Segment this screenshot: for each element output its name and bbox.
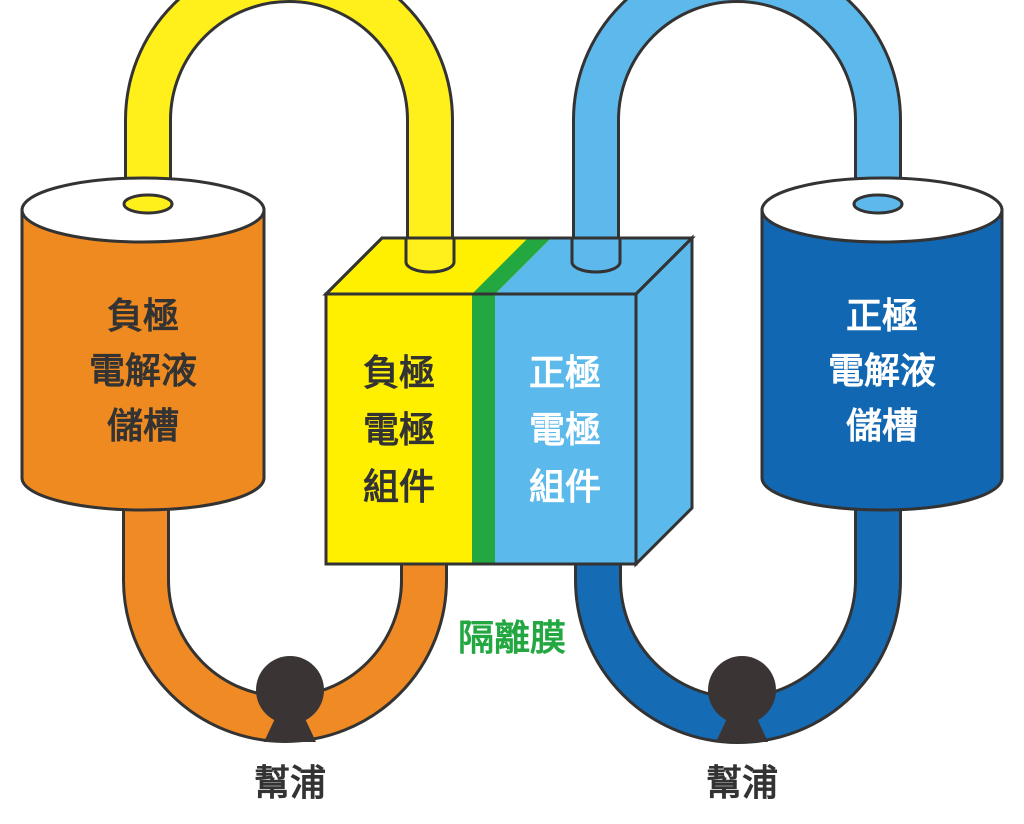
positive-cell-label-line2: 電極: [529, 410, 601, 451]
negative-cell-label-line2: 電極: [363, 410, 435, 451]
membrane-label: 隔離膜: [458, 618, 566, 659]
positive-electrode-front: [495, 294, 636, 564]
left-pump-label: 幫浦: [254, 763, 326, 804]
positive-tank-label-line1: 正極: [846, 296, 918, 337]
positive-tank-label-line2: 電解液: [828, 351, 936, 392]
positive-cell-label-line3: 組件: [529, 467, 601, 508]
negative-electrolyte-tank: 負極 電解液 儲槽: [20, 176, 266, 512]
negative-cell-label-line1: 負極: [363, 353, 435, 394]
electrode-cell-stack: 負極 電極 組件 正極 電極 組件: [322, 234, 696, 568]
right-pump-icon: [708, 656, 776, 742]
negative-tank-label-line1: 負極: [107, 296, 179, 337]
left-pump-icon: [256, 656, 324, 742]
positive-tank-label-line3: 儲槽: [846, 406, 918, 447]
positive-electrolyte-tank: 正極 電解液 儲槽: [760, 176, 1004, 512]
negative-cell-label-line3: 組件: [363, 467, 435, 508]
positive-cell-label-line1: 正極: [529, 353, 601, 394]
negative-tank-label-line2: 電解液: [89, 351, 197, 392]
negative-electrode-front: [326, 294, 472, 564]
membrane-front: [472, 294, 495, 564]
right-pump-label: 幫浦: [706, 763, 778, 804]
negative-tank-label-line3: 儲槽: [107, 406, 179, 447]
